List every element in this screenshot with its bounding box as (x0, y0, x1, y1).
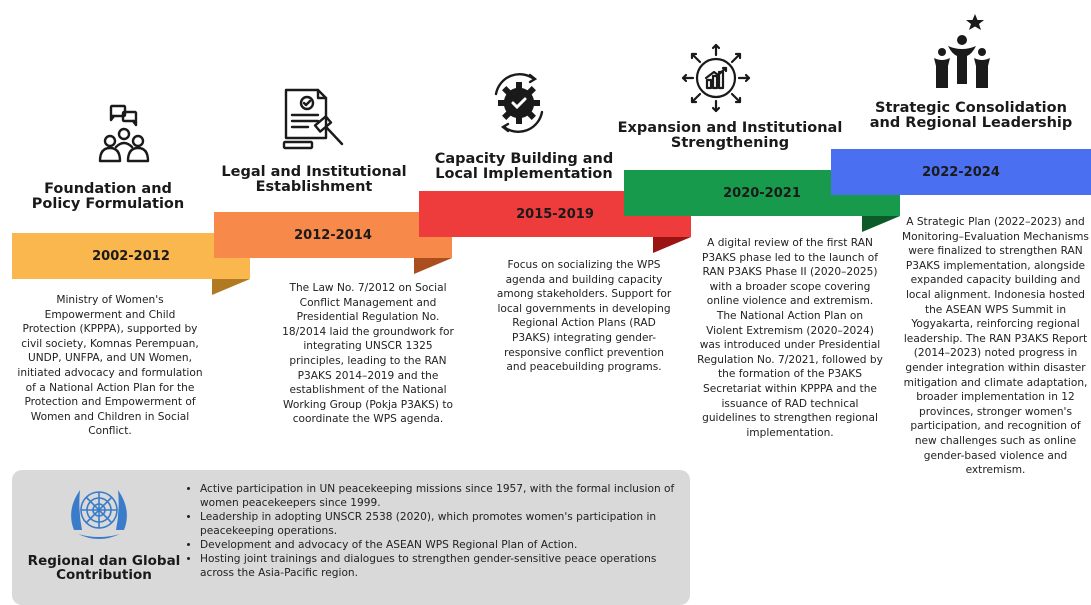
description-line: Protection (KPPPA), supported by (22, 323, 198, 336)
description-line: among stakeholders. Support for (496, 288, 672, 301)
list-item: Leadership in adopting UNSCR 2538 (2020)… (200, 510, 692, 538)
description-line: (2014–2023) noted progress in (913, 347, 1078, 360)
un-emblem-icon (71, 490, 127, 539)
description-line: Focus on socializing the WPS (507, 259, 661, 271)
period-label: 2022-2024 (922, 164, 1000, 180)
description-line: P3AKS implementation, alongside (905, 259, 1086, 272)
ribbon-fold (414, 258, 452, 274)
description-line: expanded capacity building and (910, 274, 1081, 287)
description-line: provinces, stronger women's (919, 405, 1072, 418)
description-line: Ministry of Women's (56, 294, 164, 306)
description-line: local alignment. Indonesia hosted (905, 288, 1086, 301)
description-line: new challenges such as online (914, 434, 1077, 447)
period-label: 2012-2014 (294, 227, 372, 243)
description-line: Yogyakarta, reinforcing regional (911, 318, 1080, 331)
description-line: RAN P3AKS Phase II (2020–2025) (702, 266, 878, 279)
description-line: 18/2014 laid the groundwork for (282, 325, 454, 338)
phase-description: Focus on socializing the WPS agenda and b… (488, 258, 680, 375)
description-line: Presidential Regulation No. (296, 311, 440, 324)
growth-chart-arrows-icon (681, 43, 751, 113)
description-line: and peacebuilding programs. (506, 361, 662, 374)
description-line: with a broader scope covering (709, 280, 871, 293)
description-line: Conflict. (88, 425, 132, 438)
description-line: participation, and recognition of (910, 420, 1081, 433)
description-line: P3AKS) integrating gender- (511, 331, 657, 344)
description-line: was introduced under Presidential (699, 339, 881, 352)
description-line: P3AKS 2014–2019 and the (297, 369, 439, 382)
list-item: Development and advocacy of the ASEAN WP… (200, 538, 692, 552)
description-line: implementation. (746, 426, 834, 439)
leaders-star-icon (934, 14, 990, 88)
phase-description: A digital review of the first RAN P3AKS p… (690, 236, 890, 440)
description-line: UNDP, UNFPA, and UN Women, (27, 352, 193, 365)
period-label: 2002-2012 (92, 248, 170, 264)
description-line: Protection and Empowerment of (24, 396, 196, 409)
description-line: A digital review of the first RAN (707, 237, 873, 249)
law-document-gavel-icon (282, 88, 344, 150)
description-line: Monitoring–Evaluation Mechanisms (902, 230, 1089, 243)
gear-check-icon (494, 73, 544, 133)
description-line: leadership. The RAN P3AKS Report (903, 332, 1088, 345)
description-line: agenda and building capacity (505, 273, 663, 286)
ribbon-2022-2024: 2022-2024 (831, 149, 1091, 195)
description-line: gender integration within disaster (905, 361, 1086, 374)
description-line: responsive conflict prevention (504, 346, 664, 359)
description-line: were finalized to strengthen RAN (908, 245, 1083, 258)
description-line: The Law No. 7/2012 on Social (289, 282, 447, 294)
description-line: the formation of the P3AKS (718, 368, 862, 381)
description-line: local governments in developing (497, 302, 671, 315)
description-line: integrating UNSCR 1325 (303, 340, 433, 353)
description-line: mitigation and climate adaptation, (903, 376, 1088, 389)
description-line: broader implementation in 12 (916, 391, 1075, 404)
description-line: coordinate the WPS agenda. (292, 413, 444, 426)
ribbon-fold (862, 216, 900, 232)
period-label: 2020-2021 (723, 185, 801, 201)
description-line: initiated advocacy and formulation (17, 366, 203, 379)
description-line: Empowerment and Child (44, 308, 176, 321)
ribbon-2012-2014: 2012-2014 (214, 212, 452, 258)
people-meeting-icon (98, 104, 150, 163)
description-line: Working Group (Pokja P3AKS) to (283, 398, 453, 411)
description-line: Secretariat within KPPPA and the (703, 382, 877, 395)
description-line: Regulation No. 7/2021, followed by (697, 353, 883, 366)
description-line: civil society, Komnas Perempuan, (21, 337, 199, 350)
description-line: online violence and extremism. (706, 295, 874, 308)
description-line: issuance of RAD technical (721, 397, 859, 410)
description-line: The National Action Plan on (716, 309, 864, 322)
description-line: guidelines to strengthen regional (702, 412, 878, 425)
description-line: the ASEAN WPS Summit in (924, 303, 1067, 316)
list-item: Hosting joint trainings and dialogues to… (200, 552, 692, 580)
description-line: establishment of the National (289, 384, 447, 397)
description-line: of a National Action Plan for the (25, 381, 195, 394)
ribbon-fold (212, 279, 250, 295)
description-line: extremism. (965, 464, 1026, 477)
description-line: Regional Action Plans (RAD (512, 317, 656, 330)
description-line: Violent Extremism (2020–2024) (706, 324, 874, 337)
description-line: Conflict Management and (299, 296, 437, 309)
description-line: principles, leading to the RAN (289, 354, 447, 367)
description-line: gender-based violence and (923, 449, 1068, 462)
list-item: Active participation in UN peacekeeping … (200, 482, 692, 510)
description-line: Women and Children in Social (30, 410, 190, 423)
contribution-list: Active participation in UN peacekeeping … (188, 482, 692, 580)
description-line: A Strategic Plan (2022–2023) and (906, 216, 1085, 228)
period-label: 2015-2019 (516, 206, 594, 222)
ribbon-2002-2012: 2002-2012 (12, 233, 250, 279)
ribbon-fold (653, 237, 691, 253)
description-line: P3AKS phase led to the launch of (701, 251, 879, 264)
